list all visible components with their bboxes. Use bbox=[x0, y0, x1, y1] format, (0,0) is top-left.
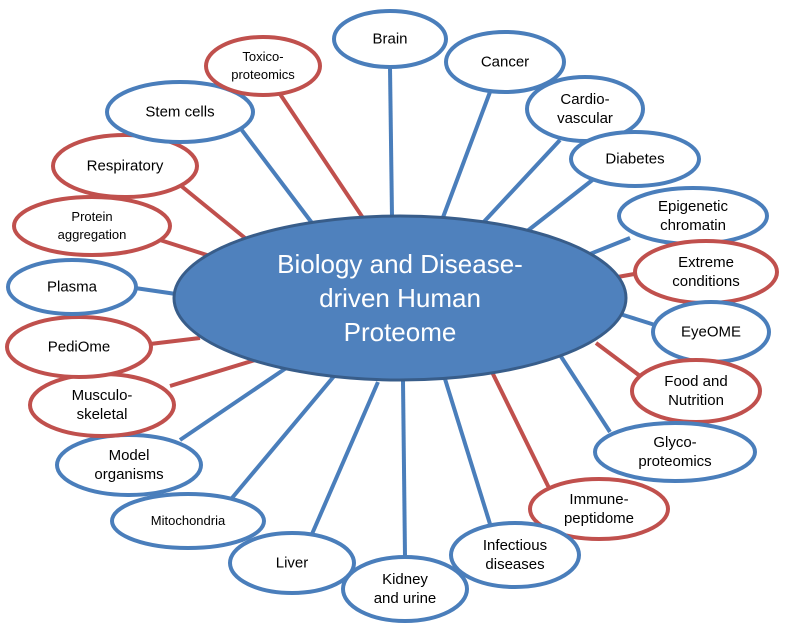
spoke-model-organisms bbox=[178, 360, 297, 442]
spoke-toxico-proteomics bbox=[278, 92, 365, 220]
node-ellipse-glyco-proteomics bbox=[593, 421, 757, 483]
node-ellipse-stem-cells bbox=[105, 80, 255, 144]
node-ellipse-liver bbox=[228, 531, 356, 595]
spoke-food-and-nutrition bbox=[594, 341, 642, 378]
spoke-mitochondria bbox=[230, 373, 337, 500]
node-label-brain: Brain bbox=[372, 30, 408, 48]
node-ellipse-plasma bbox=[6, 258, 138, 316]
node-label-musculo-skeletal: Musculo-skeletal bbox=[71, 387, 133, 423]
spoke-brain bbox=[388, 66, 394, 218]
spoke-musculo-skeletal bbox=[169, 358, 256, 388]
spoke-infectious-diseases bbox=[443, 378, 492, 525]
spoke-cardio-vascular bbox=[478, 138, 562, 228]
center-label: Biology and Disease- driven Human Proteo… bbox=[277, 249, 523, 347]
node-ellipse-cancer bbox=[444, 30, 566, 94]
node-label-plasma: Plasma bbox=[46, 278, 98, 296]
center-ellipse bbox=[172, 214, 628, 382]
spoke-stem-cells bbox=[236, 123, 314, 225]
node-label-eyeome: EyeOME bbox=[680, 323, 742, 341]
node-label-diabetes: Diabetes bbox=[605, 150, 665, 168]
node-ellipse-immune-peptidome bbox=[528, 477, 670, 541]
node-ellipse-pediome bbox=[5, 315, 153, 379]
spoke-protein-aggregation bbox=[159, 238, 211, 258]
spoke-diabetes bbox=[524, 176, 597, 234]
spoke-glyco-proteomics bbox=[558, 353, 612, 434]
node-label-immune-peptidome: Immune-peptidome bbox=[563, 491, 635, 527]
node-ellipse-infectious-diseases bbox=[449, 521, 581, 589]
node-label-toxico-proteomics: Toxico-proteomics bbox=[231, 49, 295, 82]
spoke-cancer bbox=[440, 91, 492, 221]
node-ellipse-brain bbox=[332, 9, 448, 69]
node-label-pediome: PediOme bbox=[47, 338, 111, 356]
spoke-kidney-and-urine bbox=[401, 380, 407, 558]
node-ellipse-respiratory bbox=[51, 133, 199, 199]
node-ellipse-toxico-proteomics bbox=[204, 35, 322, 97]
spoke-pediome bbox=[149, 336, 201, 346]
spoke-plasma bbox=[134, 286, 177, 296]
node-ellipse-kidney-and-urine bbox=[341, 555, 469, 623]
node-label-glyco-proteomics: Glyco-proteomics bbox=[638, 434, 712, 470]
node-label-stem-cells: Stem cells bbox=[145, 103, 215, 121]
spoke-liver bbox=[310, 381, 380, 535]
node-label-cardio-vascular: Cardio-vascular bbox=[557, 91, 613, 127]
node-label-liver: Liver bbox=[275, 554, 309, 572]
spoke-respiratory bbox=[178, 183, 247, 240]
node-label-cancer: Cancer bbox=[480, 53, 530, 71]
node-ellipse-protein-aggregation bbox=[12, 195, 172, 257]
node-ellipse-mitochondria bbox=[110, 492, 266, 550]
node-ellipse-diabetes bbox=[569, 130, 701, 188]
spoke-immune-peptidome bbox=[490, 371, 551, 489]
spoke-eyeome bbox=[619, 312, 656, 327]
node-label-respiratory: Respiratory bbox=[86, 157, 164, 175]
node-label-mitochondria: Mitochondria bbox=[150, 513, 226, 528]
